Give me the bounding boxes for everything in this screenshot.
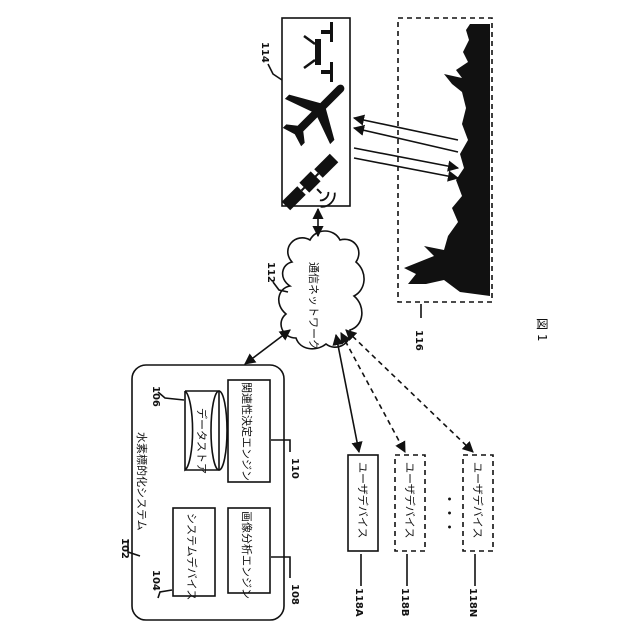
network-ref: 112 (265, 262, 276, 283)
network-label: 通信ネットワーク (307, 262, 320, 350)
image-engine-ref: 108 (289, 584, 300, 605)
user-device-118n-label: ユーザデバイス (471, 462, 485, 538)
user-device-118b-ref: 118B (399, 588, 410, 617)
airplane-icon (269, 63, 366, 160)
system-title: 水素標的化システム (135, 432, 149, 531)
user-device-118a-ref: 118A (353, 588, 364, 617)
area-ref: 116 (413, 330, 424, 351)
relevance-engine-ref: 110 (289, 458, 300, 479)
drone-icon (304, 22, 333, 82)
sensor-platforms-ref: 114 (259, 42, 270, 63)
system-device-label: システムデバイス (185, 513, 199, 600)
figure-label: 図 1 (535, 318, 549, 341)
network-cloud (279, 231, 364, 349)
data-store-ref: 106 (150, 386, 161, 407)
image-engine-label: 画像分析エンジン (240, 511, 254, 599)
user-device-118b-label: ユーザデバイス (403, 462, 417, 538)
data-store-label: データストア (195, 408, 209, 474)
system-device-ref: 104 (150, 570, 161, 591)
user-device-118n-ref: 118N (467, 588, 478, 617)
ellipsis: ・・・ (440, 492, 456, 534)
user-device-118a-label: ユーザデバイス (356, 462, 370, 538)
relevance-engine-label: 関連性決定エンジン (240, 382, 254, 481)
